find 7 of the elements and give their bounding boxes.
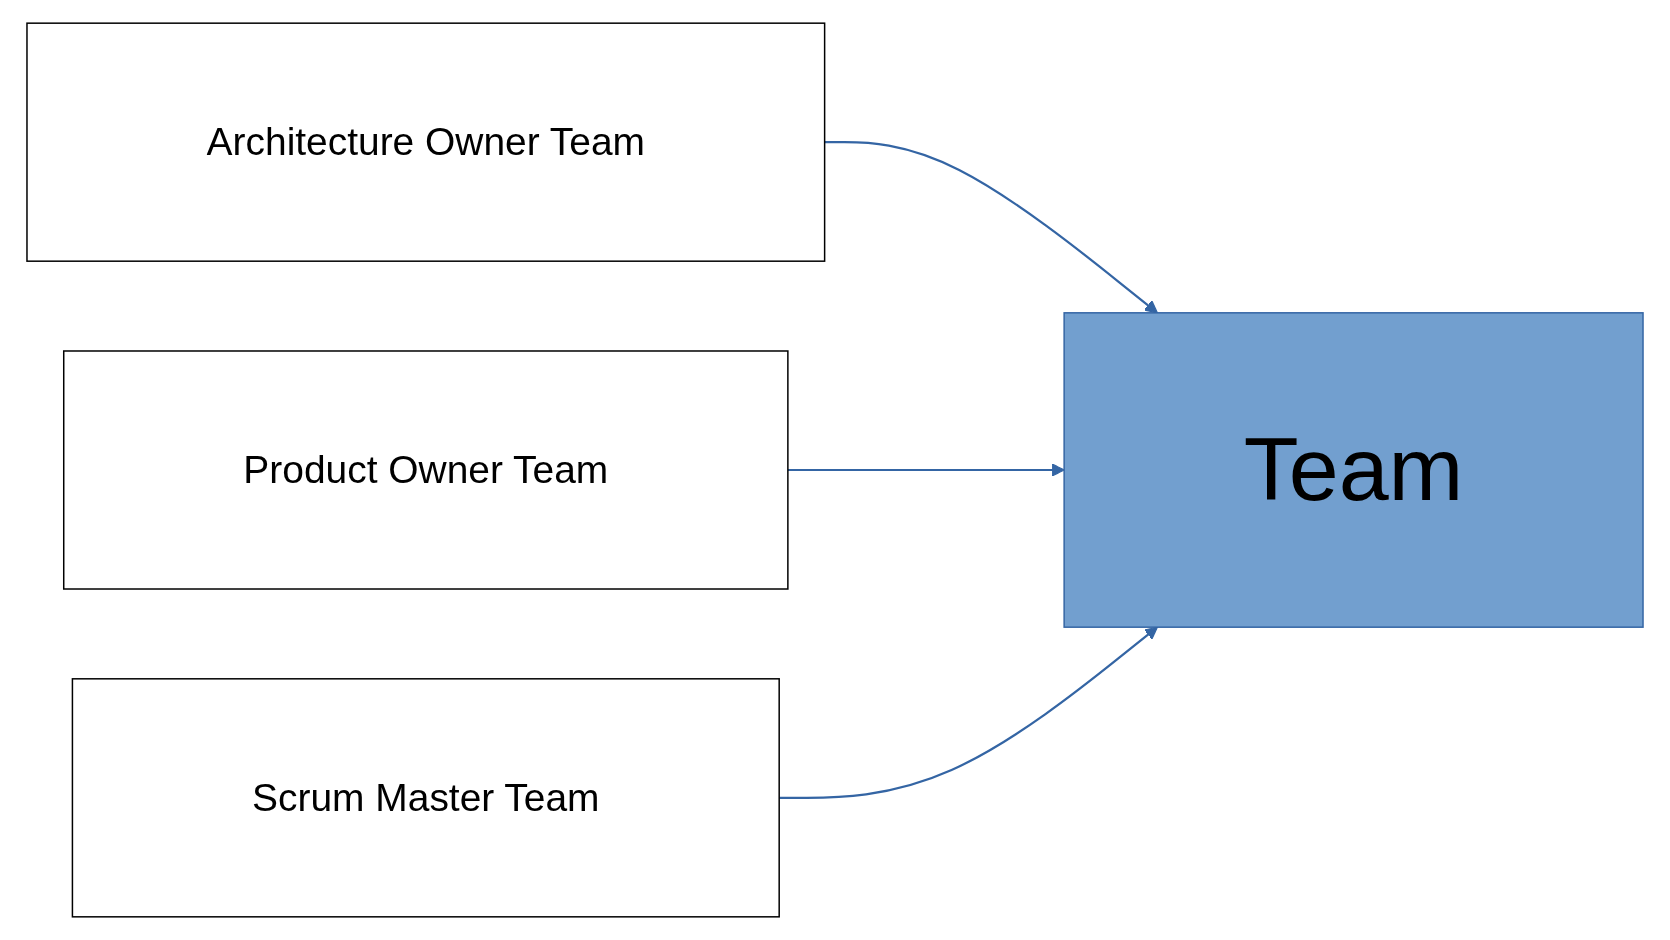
node-box: Architecture Owner Team	[26, 22, 826, 262]
arrow	[824, 141, 1158, 314]
arrow	[779, 626, 1158, 799]
node-box: Scrum Master Team	[71, 678, 780, 918]
node-box: Product Owner Team	[63, 350, 789, 590]
arrow	[787, 463, 1065, 477]
node-box: Team	[1063, 312, 1644, 628]
